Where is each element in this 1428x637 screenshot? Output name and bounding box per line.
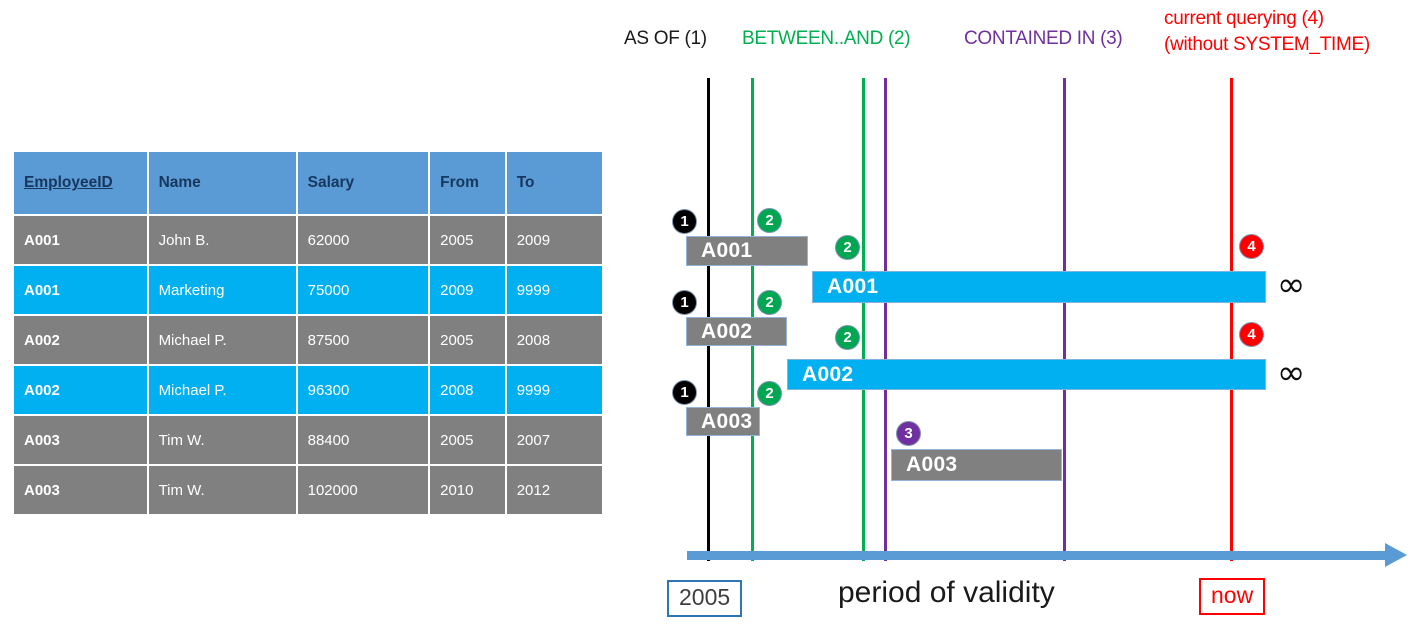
legend-current-querying-line2: (without SYSTEM_TIME) — [1164, 34, 1370, 55]
legend-between-and: BETWEEN..AND (2) — [742, 28, 911, 49]
badge-2-a003: 2 — [757, 381, 782, 406]
column-header-from[interactable]: From — [430, 152, 505, 214]
cell-to: 2009 — [506, 216, 602, 264]
badge-2-a001-current: 2 — [835, 235, 860, 260]
column-header-name-label: Name — [158, 174, 201, 191]
bar-a003-historical: A003 — [686, 407, 760, 436]
column-header-name[interactable]: Name — [148, 152, 296, 214]
cell-from: 2010 — [430, 466, 505, 514]
cell-name: John B. — [148, 216, 296, 264]
bar-a002-current: A002 — [787, 359, 1266, 390]
cell-to: 2008 — [506, 316, 602, 364]
bar-a001-current: A001 — [812, 271, 1266, 303]
vertical-line-contained-end — [1063, 78, 1066, 561]
legend-contained-in: CONTAINED IN (3) — [964, 28, 1123, 49]
table-header-row: EmployeeID Name Salary From To — [14, 152, 602, 214]
vertical-line-contained-start — [884, 78, 887, 561]
table-row: A002 Michael P. 96300 2008 9999 — [14, 366, 602, 414]
cell-salary: 87500 — [297, 316, 429, 364]
cell-from: 2005 — [430, 416, 505, 464]
axis-label-period-of-validity: period of validity — [838, 576, 1055, 609]
badge-2-a002: 2 — [757, 290, 782, 315]
table-row: A003 Tim W. 102000 2010 2012 — [14, 466, 602, 514]
badge-2-a001: 2 — [757, 208, 782, 233]
table-row: A002 Michael P. 87500 2005 2008 — [14, 316, 602, 364]
employee-table: EmployeeID Name Salary From To A001 John… — [12, 150, 604, 516]
column-header-salary[interactable]: Salary — [297, 152, 429, 214]
badge-4-a002: 4 — [1239, 322, 1264, 347]
cell-to: 9999 — [506, 366, 602, 414]
cell-from: 2008 — [430, 366, 505, 414]
cell-salary: 88400 — [297, 416, 429, 464]
time-axis-arrow-icon — [1385, 543, 1407, 567]
infinity-icon-a002: ∞ — [1277, 353, 1306, 393]
cell-name: Michael P. — [148, 366, 296, 414]
cell-salary: 75000 — [297, 266, 429, 314]
table-row: A003 Tim W. 88400 2005 2007 — [14, 416, 602, 464]
time-axis-line — [687, 551, 1387, 560]
cell-name: Tim W. — [148, 416, 296, 464]
bar-a002-historical: A002 — [686, 317, 787, 346]
cell-salary: 62000 — [297, 216, 429, 264]
cell-from: 2005 — [430, 216, 505, 264]
column-header-to-label: To — [516, 174, 535, 191]
cell-from: 2009 — [430, 266, 505, 314]
infinity-icon-a001: ∞ — [1277, 265, 1306, 305]
badge-3-a003: 3 — [896, 421, 921, 446]
bar-a001-historical: A001 — [686, 236, 808, 266]
axis-label-start: 2005 — [667, 580, 743, 617]
cell-salary: 102000 — [297, 466, 429, 514]
column-header-from-label: From — [440, 174, 479, 191]
legend-current-querying: current querying (4) (without SYSTEM_TIM… — [1164, 6, 1370, 58]
column-header-to[interactable]: To — [506, 152, 602, 214]
badge-1-a001: 1 — [672, 209, 697, 234]
table-row: A001 John B. 62000 2005 2009 — [14, 216, 602, 264]
badge-4-a001: 4 — [1239, 234, 1264, 259]
cell-from: 2005 — [430, 316, 505, 364]
vertical-line-between-end — [862, 78, 865, 561]
cell-employeeid: A002 — [14, 316, 147, 364]
cell-salary: 96300 — [297, 366, 429, 414]
vertical-line-now — [1230, 78, 1233, 561]
cell-to: 2012 — [506, 466, 602, 514]
column-header-employeeid[interactable]: EmployeeID — [14, 152, 147, 214]
badge-2-a002-current: 2 — [835, 325, 860, 350]
legend-current-querying-line1: current querying (4) — [1164, 8, 1324, 29]
column-header-salary-label: Salary — [307, 174, 355, 191]
cell-employeeid: A002 — [14, 366, 147, 414]
cell-name: Tim W. — [148, 466, 296, 514]
cell-employeeid: A003 — [14, 466, 147, 514]
legend-as-of: AS OF (1) — [624, 28, 707, 49]
cell-name: Marketing — [148, 266, 296, 314]
badge-1-a003: 1 — [672, 380, 697, 405]
badge-1-a002: 1 — [672, 290, 697, 315]
column-header-employeeid-label: EmployeeID — [24, 174, 113, 191]
cell-employeeid: A001 — [14, 216, 147, 264]
table-row: A001 Marketing 75000 2009 9999 — [14, 266, 602, 314]
bar-a003-second: A003 — [891, 449, 1062, 481]
cell-employeeid: A001 — [14, 266, 147, 314]
axis-label-now: now — [1199, 578, 1266, 615]
cell-to: 9999 — [506, 266, 602, 314]
cell-employeeid: A003 — [14, 416, 147, 464]
cell-to: 2007 — [506, 416, 602, 464]
cell-name: Michael P. — [148, 316, 296, 364]
